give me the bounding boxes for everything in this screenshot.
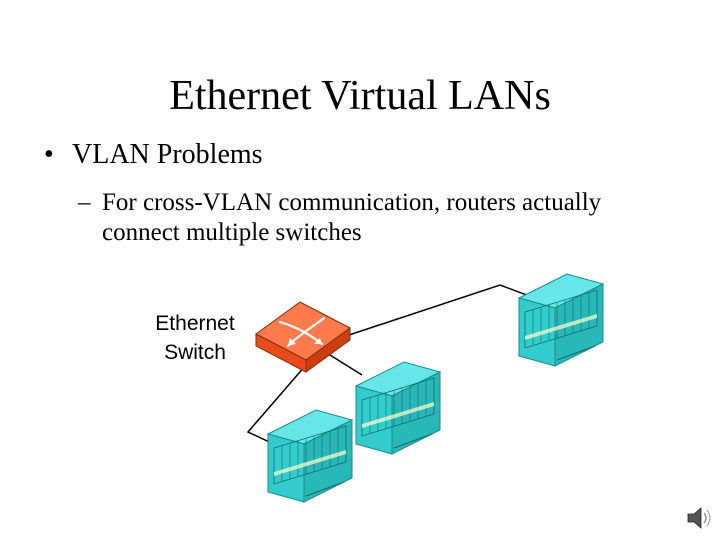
bullet-marker: • <box>44 139 54 170</box>
switch-label-line2: Switch <box>164 341 226 364</box>
sub-bullet-marker: – <box>78 189 91 216</box>
slide-title: Ethernet Virtual LANs <box>169 73 551 119</box>
sub-bullet-cross-vlan: – For cross-VLAN communication, routers … <box>78 188 678 248</box>
ethernet-switch-label: Ethernet Switch <box>140 309 250 367</box>
speaker-icon[interactable] <box>684 503 714 533</box>
bullet-text: VLAN Problems <box>72 139 263 170</box>
link-top-router <box>339 284 541 339</box>
sub-bullet-text: For cross-VLAN communication, routers ac… <box>102 189 602 246</box>
router-bottom-icon <box>267 409 353 503</box>
ethernet-switch-icon <box>255 301 351 373</box>
router-top-right-icon <box>518 273 604 367</box>
router-middle-icon <box>355 361 441 455</box>
bullet-vlan-problems: • VLAN Problems <box>44 139 263 171</box>
switch-label-line1: Ethernet <box>155 312 235 335</box>
